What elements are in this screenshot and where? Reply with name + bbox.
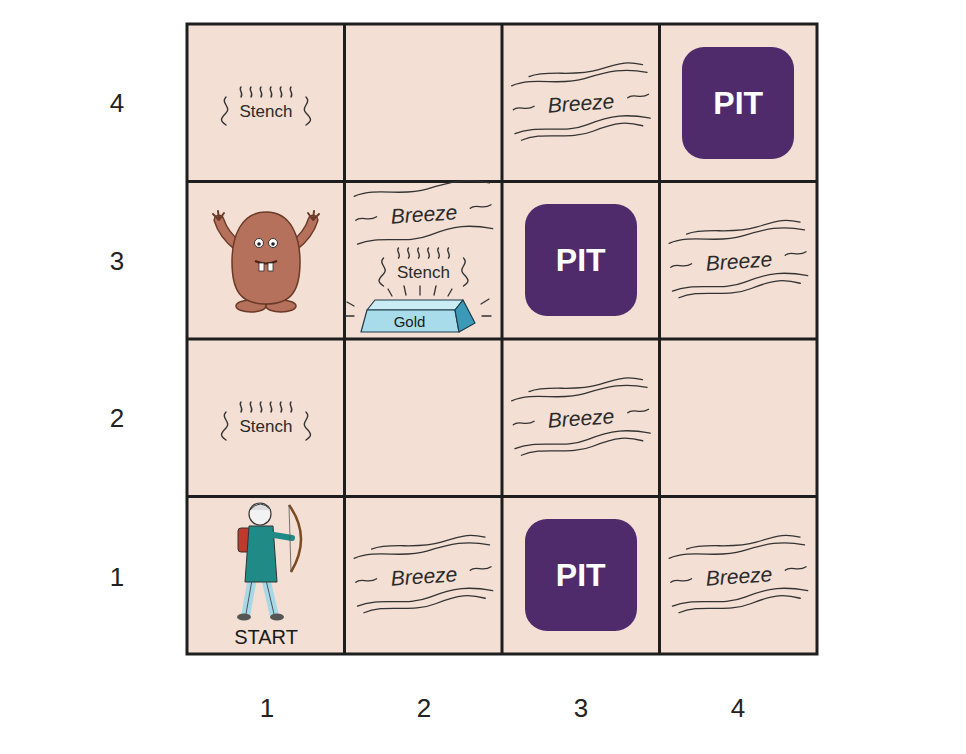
grid-cell: Stench (187, 24, 345, 182)
breeze-waves (354, 179, 494, 244)
start-label: START (234, 627, 298, 647)
breeze-text: Breeze (705, 563, 773, 589)
stench-text: Stench (240, 103, 293, 120)
pit-box: PIT (682, 47, 794, 159)
breeze-text: Breeze (390, 201, 458, 227)
agent-figure (237, 503, 301, 621)
gold-bar: Gold (359, 298, 477, 334)
column-number: 1 (260, 695, 274, 721)
pit-box: PIT (525, 204, 637, 316)
grid-cell: Breeze (502, 24, 660, 182)
stench-squiggles (222, 402, 311, 440)
breeze-waves (511, 62, 652, 141)
grid-cell: Breeze (660, 182, 818, 340)
stench-text: Stench (397, 264, 450, 281)
row-number: 1 (110, 564, 124, 590)
breeze-text: Breeze (390, 563, 458, 589)
row-number: 4 (110, 90, 124, 116)
grid-ground (187, 24, 817, 654)
stench-squiggles (222, 87, 311, 125)
grid-cell: Breeze (345, 497, 503, 655)
column-number: 4 (731, 695, 745, 721)
grid-cell: Breeze (660, 497, 818, 655)
stench-squiggles (379, 248, 468, 286)
breeze-text: Breeze (547, 405, 615, 431)
breeze-waves (353, 534, 494, 613)
column-number: 2 (417, 695, 431, 721)
pit-box: PIT (525, 519, 637, 631)
wumpus-monster (213, 211, 319, 312)
pit-label: PIT (556, 559, 606, 591)
breeze-waves (511, 377, 652, 456)
breeze-waves (668, 219, 809, 298)
gold-label: Gold (394, 314, 426, 329)
row-number: 3 (110, 248, 124, 274)
pit-label: PIT (713, 87, 763, 119)
row-number: 2 (110, 405, 124, 431)
column-number: 3 (574, 695, 588, 721)
grid-cell: BreezeStenchGold (345, 182, 503, 340)
breeze-waves (668, 534, 809, 613)
gold-bar-face (455, 300, 475, 332)
grid-cell: START (187, 497, 345, 655)
gold-bar-face (367, 300, 463, 310)
stench-text: Stench (240, 418, 293, 435)
breeze-text: Breeze (547, 90, 615, 116)
gold-bar-face (361, 310, 459, 332)
breeze-text: Breeze (705, 248, 773, 274)
grid-cell: Breeze (502, 339, 660, 497)
grid-lines (187, 24, 817, 654)
grid-cell: Stench (187, 339, 345, 497)
pit-label: PIT (556, 244, 606, 276)
